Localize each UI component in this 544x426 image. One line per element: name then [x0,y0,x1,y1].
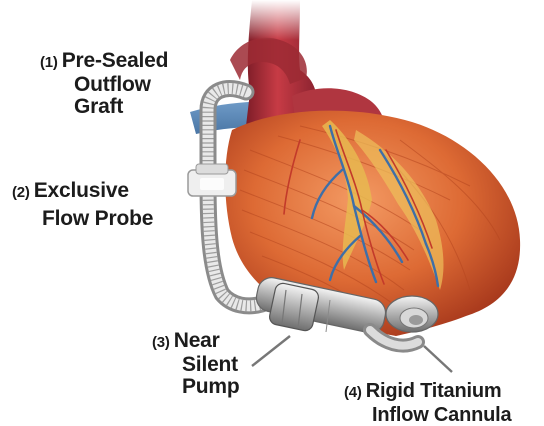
leader-line-pump [252,336,290,366]
label-pump: (3)Near Silent Pump [152,330,240,398]
label-outflow-graft: (1)Pre-Sealed Outflow Graft [40,50,168,118]
label-flow-probe: (2)Exclusive Flow Probe [12,180,153,230]
leader-line-cannula [424,346,452,372]
label-inflow-cannula: (4)Rigid Titanium Inflow Cannula [344,380,511,426]
